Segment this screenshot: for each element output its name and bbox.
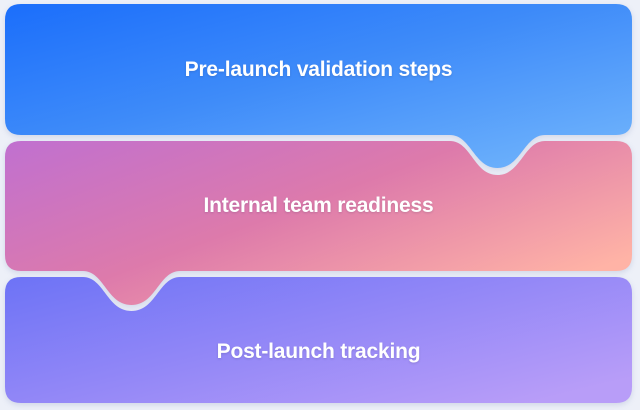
block-internal-readiness-shape[interactable] (5, 141, 632, 305)
block-pre-launch-shape[interactable] (5, 4, 632, 168)
block-post-launch-shape[interactable] (5, 277, 632, 403)
